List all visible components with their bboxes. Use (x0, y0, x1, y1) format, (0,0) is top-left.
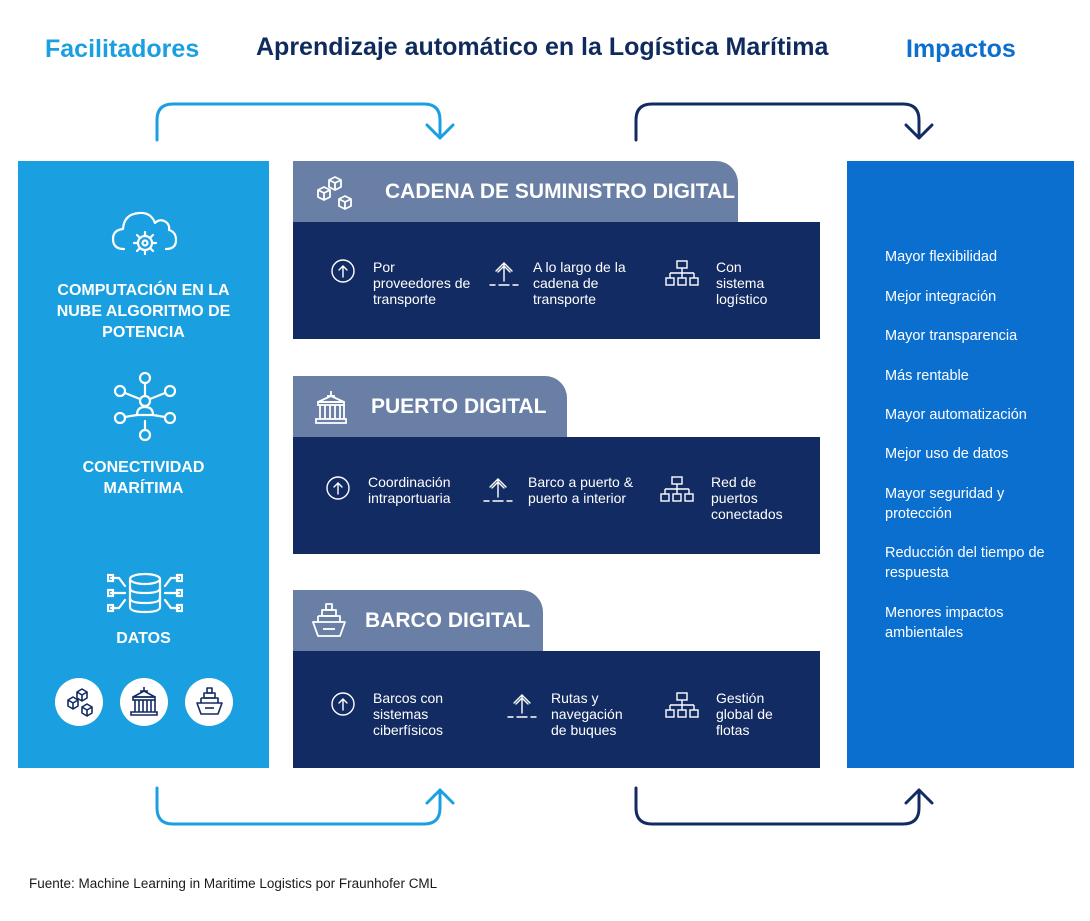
source-note: Fuente: Machine Learning in Maritime Log… (29, 876, 438, 891)
impact-item: Mayor automatización (885, 407, 1027, 423)
section-item: Rutas y navegación de buques (551, 690, 623, 738)
enabler-label-data: DATOS (116, 630, 171, 647)
section-body-supply-chain (293, 222, 820, 339)
page-title: Aprendizaje automático en la Logística M… (256, 33, 829, 61)
section-item: A lo largo de la cadena de transporte (533, 259, 626, 307)
impact-item: Mejor uso de datos (885, 446, 1009, 462)
supply-chain-icon (317, 175, 352, 210)
section-item: Red de puertos conectados (711, 474, 783, 522)
hierarchy-icon (665, 260, 699, 286)
supply-chain-badge (55, 678, 103, 726)
impacts-heading: Impactos (906, 35, 1016, 63)
top-right-arrow-icon (634, 102, 934, 142)
impact-item: Más rentable (885, 368, 969, 384)
arrow-circle-icon (331, 692, 355, 716)
port-building-icon (315, 390, 347, 424)
section-title: CADENA DE SUMINISTRO DIGITAL (385, 179, 735, 203)
section-item: Coordinación intraportuaria (368, 474, 451, 506)
arrow-circle-icon (331, 259, 355, 283)
impact-item: Mayor flexibilidad (885, 249, 998, 265)
section-tab-ship: BARCO DIGITAL (293, 590, 543, 651)
impact-item: Mayor transparencia (885, 328, 1018, 344)
enablers-panel (18, 161, 269, 768)
impact-item: Menores impactos ambientales (885, 605, 1004, 641)
hierarchy-icon (660, 476, 694, 502)
port-building-icon (130, 687, 158, 716)
network-icon (113, 371, 177, 442)
cloud-gear-icon (111, 211, 178, 256)
enablers-heading: Facilitadores (45, 35, 200, 63)
section-item: Con sistema logístico (716, 259, 768, 307)
section-tab-supply-chain: CADENA DE SUMINISTRO DIGITAL (293, 161, 738, 222)
upload-arrow-icon (489, 262, 519, 286)
section-item: Gestión global de flotas (716, 690, 773, 738)
upload-arrow-icon (483, 478, 513, 502)
section-item: Barcos con sistemas ciberfísicos (373, 690, 444, 738)
impact-item: Reducción del tiempo de respuesta (885, 545, 1045, 581)
section-body-ship (293, 651, 820, 768)
port-badge (120, 678, 168, 726)
arrow-circle-icon (326, 476, 350, 500)
database-icon (107, 572, 183, 614)
hierarchy-icon (665, 692, 699, 718)
impact-item: Mejor integración (885, 289, 997, 305)
section-title: BARCO DIGITAL (365, 608, 531, 632)
supply-chain-icon (67, 688, 93, 717)
section-body-port (293, 437, 820, 554)
bottom-right-arrow-icon (634, 786, 934, 826)
section-item: Barco a puerto & puerto a interior (528, 474, 634, 506)
top-left-arrow-icon (155, 102, 455, 142)
ship-badge (185, 678, 233, 726)
enabler-label-cloud: COMPUTACIÓN EN LA NUBE ALGORITMO DE POTE… (56, 282, 231, 341)
impact-item: Mayor seguridad y protección (885, 486, 1005, 522)
section-item: Por proveedores de transporte (373, 259, 471, 307)
section-tab-port: PUERTO DIGITAL (293, 376, 567, 437)
ship-icon (196, 687, 223, 715)
ship-icon (312, 602, 346, 637)
enabler-label-connectivity: CONECTIVIDAD MARÍTIMA (82, 459, 205, 497)
upload-arrow-icon (507, 694, 537, 718)
impacts-panel (847, 161, 1074, 768)
section-title: PUERTO DIGITAL (371, 394, 547, 418)
bottom-left-arrow-icon (155, 786, 455, 826)
